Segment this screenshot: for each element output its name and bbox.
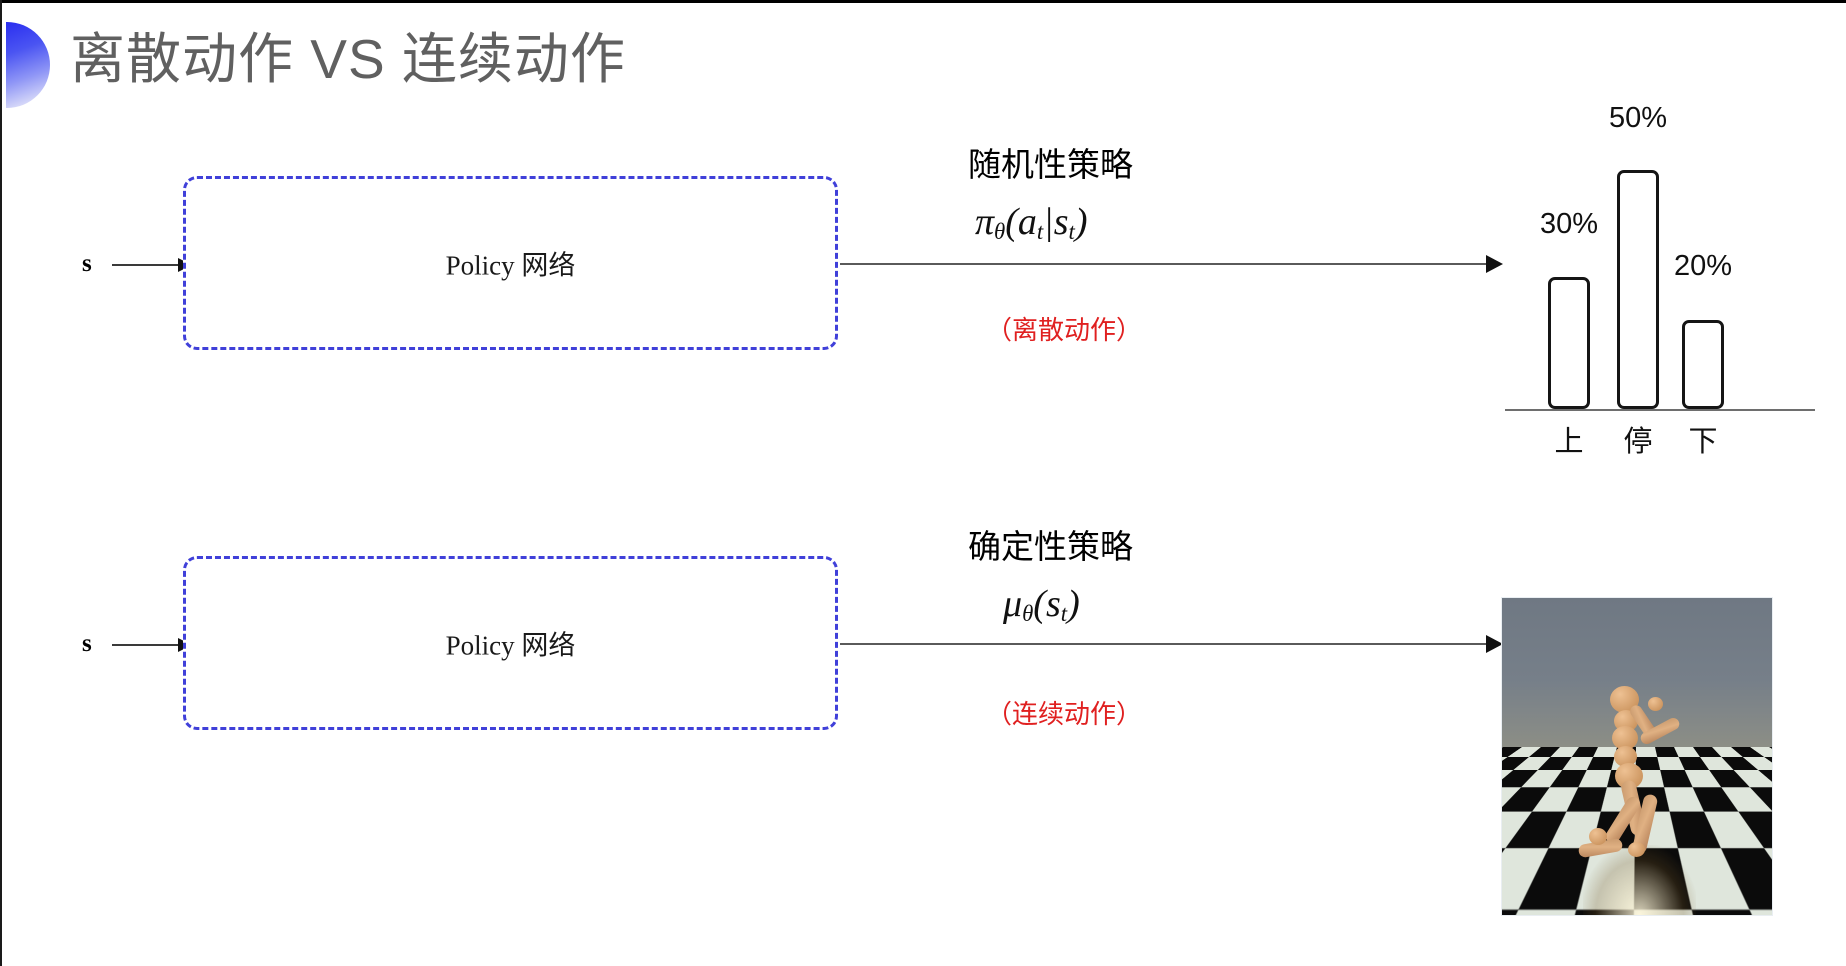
bar-value-up: 30% xyxy=(1539,208,1599,240)
top-border-strip xyxy=(0,0,1846,3)
bar-category-up: 上 xyxy=(1554,426,1584,458)
half-circle-gradient-icon xyxy=(6,22,50,108)
humanoid-foot xyxy=(1628,842,1645,857)
discrete-action-note: （离散动作） xyxy=(986,315,1143,345)
humanoid-hand xyxy=(1648,697,1663,711)
policy-network-box-continuous[interactable]: Policy 网络 xyxy=(183,556,838,730)
discrete-action-bar-chart: 30% 50% 20% 上 停 下 xyxy=(1495,100,1825,460)
input-state-label-discrete: s xyxy=(82,250,92,277)
left-border-strip xyxy=(0,0,2,966)
chart-baseline-axis xyxy=(1505,409,1815,411)
humanoid-abdomen xyxy=(1614,746,1637,767)
policy-network-label-continuous: Policy 网络 xyxy=(445,630,576,661)
bar-up xyxy=(1548,277,1590,409)
policy-formula-continuous: μθ(st) xyxy=(1003,583,1080,627)
output-arrow-discrete xyxy=(840,255,1503,273)
output-arrow-continuous xyxy=(840,635,1503,653)
policy-formula-discrete: πθ(at|st) xyxy=(975,201,1088,245)
bar-value-stop: 50% xyxy=(1608,102,1668,134)
bar-stop xyxy=(1617,170,1659,409)
continuous-action-note: （连续动作） xyxy=(986,699,1143,729)
humanoid-knee xyxy=(1589,828,1607,845)
input-arrow-discrete xyxy=(112,258,192,272)
sim-floor-reflection xyxy=(1583,845,1697,915)
bar-category-down: 下 xyxy=(1688,426,1718,458)
mujoco-humanoid-simulation-image xyxy=(1502,598,1772,915)
bar-down xyxy=(1682,320,1724,409)
input-arrow-continuous xyxy=(112,638,192,652)
bar-value-down: 20% xyxy=(1673,250,1733,282)
policy-type-label-discrete: 随机性策略 xyxy=(968,146,1133,183)
input-state-label-continuous: s xyxy=(82,630,92,657)
policy-network-label-discrete: Policy 网络 xyxy=(445,250,576,281)
policy-network-box-discrete[interactable]: Policy 网络 xyxy=(183,176,838,350)
page-title: 离散动作 VS 连续动作 xyxy=(70,28,626,90)
bar-category-stop: 停 xyxy=(1623,426,1653,458)
policy-type-label-continuous: 确定性策略 xyxy=(968,528,1133,565)
